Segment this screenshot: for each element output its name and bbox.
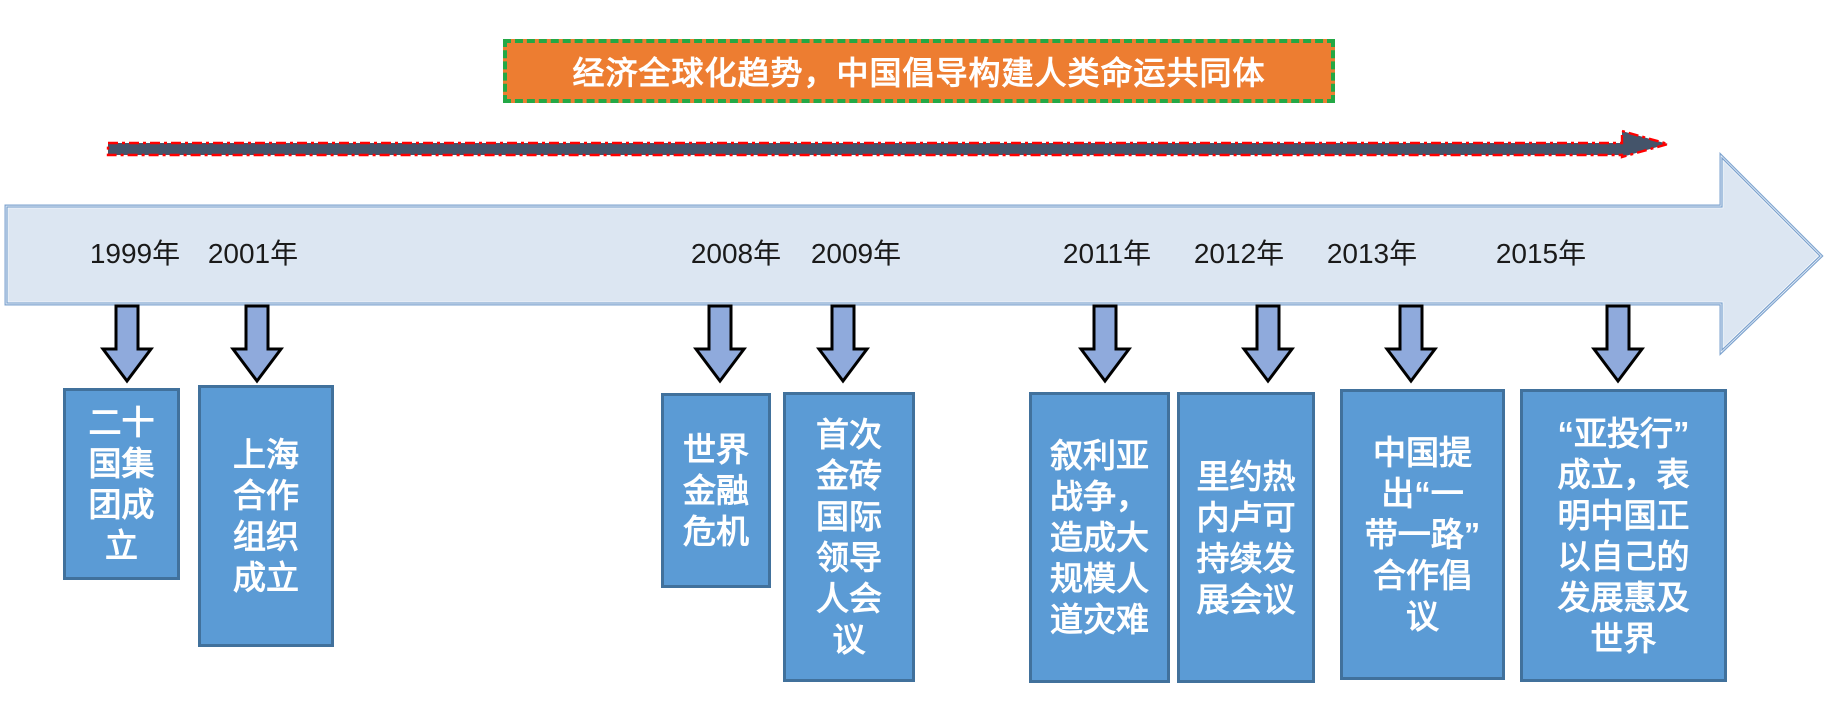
event-box-syria-war: 叙利亚 战争， 造成大 规模人 道灾难	[1029, 392, 1170, 683]
year-label-2001: 2001年	[207, 238, 299, 269]
event-box-financial-crisis: 世界 金融 危机	[661, 393, 771, 588]
year-label-2015: 2015年	[1495, 238, 1587, 269]
event-box-g20: 二十 国集 团成 立	[63, 388, 180, 580]
down-arrow-icon	[230, 304, 284, 384]
event-box-sco: 上海 合作 组织 成立	[198, 385, 334, 647]
event-box-rio-conference: 里约热 内卢可 持续发 展会议	[1177, 392, 1315, 683]
down-arrow-icon	[1241, 304, 1295, 384]
down-arrow-icon	[1384, 304, 1438, 384]
event-box-label: 首次 金砖 国际 领导 人会 议	[816, 416, 882, 658]
event-box-label: “亚投行” 成立，表 明中国正 以自己的 发展惠及 世界	[1557, 414, 1690, 657]
down-arrow-icon	[816, 304, 870, 384]
year-label-2012: 2012年	[1193, 238, 1285, 269]
event-box-label: 叙利亚 战争， 造成大 规模人 道灾难	[1050, 437, 1149, 638]
timeline-arrow-icon	[4, 151, 1824, 356]
trend-arrow-icon	[106, 129, 1673, 159]
down-arrow-icon	[1591, 304, 1645, 384]
down-arrow-icon	[693, 304, 747, 384]
event-box-aiib: “亚投行” 成立，表 明中国正 以自己的 发展惠及 世界	[1520, 389, 1727, 682]
theme-banner: 经济全球化趋势，中国倡导构建人类命运共同体	[503, 39, 1335, 103]
down-arrow-icon	[100, 304, 154, 384]
theme-banner-label: 经济全球化趋势，中国倡导构建人类命运共同体	[572, 55, 1266, 91]
down-arrow-icon	[1078, 304, 1132, 384]
event-box-label: 二十 国集 团成 立	[88, 404, 155, 564]
event-box-label: 中国提 出“一 带一路” 合作倡 议	[1364, 434, 1481, 635]
year-label-1999: 1999年	[89, 238, 181, 269]
year-label-2011: 2011年	[1062, 238, 1152, 269]
event-box-label: 世界 金融 危机	[683, 431, 749, 550]
event-box-brics-summit: 首次 金砖 国际 领导 人会 议	[783, 392, 915, 682]
event-box-belt-and-road: 中国提 出“一 带一路” 合作倡 议	[1340, 389, 1505, 680]
event-box-label: 里约热 内卢可 持续发 展会议	[1196, 457, 1296, 618]
year-label-2009: 2009年	[810, 238, 902, 269]
event-box-label: 上海 合作 组织 成立	[233, 436, 299, 596]
year-label-2013: 2013年	[1326, 238, 1418, 269]
year-label-2008: 2008年	[690, 238, 782, 269]
